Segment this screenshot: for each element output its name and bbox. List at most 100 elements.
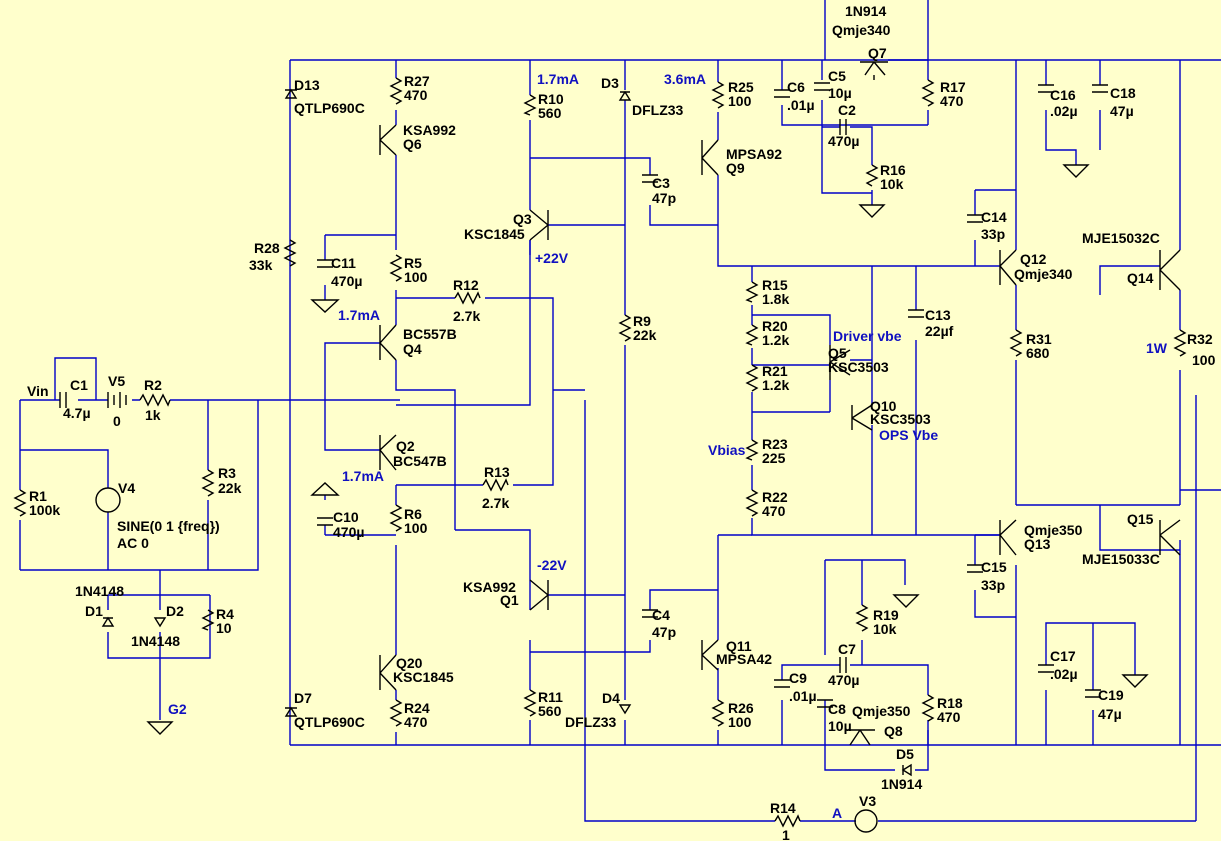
label-R15: R15	[762, 277, 788, 293]
label-R6v: 100	[404, 520, 428, 536]
label-C17: C17	[1050, 648, 1076, 664]
label-DFLZ33b: DFLZ33	[565, 714, 617, 730]
label-R4v: 10	[216, 620, 232, 636]
label-R22: R22	[762, 489, 788, 505]
label-DFLZ33a: DFLZ33	[632, 102, 684, 118]
label-KSA992a: KSA992	[403, 122, 456, 138]
label-Q15: Q15	[1127, 511, 1154, 527]
label-R11v: 560	[538, 703, 562, 719]
label-N1N914b: 1N914	[881, 776, 922, 792]
label-MPSA92: MPSA92	[726, 146, 782, 162]
label-R17v: 470	[940, 93, 964, 109]
label-Q3: Q3	[513, 211, 532, 227]
label-I17c: 1.7mA	[342, 468, 384, 484]
label-C16: C16	[1050, 87, 1076, 103]
label-C8v: 10µ	[828, 718, 852, 734]
label-C13v: 22µf	[925, 323, 954, 339]
label-R12v: 2.7k	[453, 308, 480, 324]
label-Vbias: Vbias	[708, 442, 746, 458]
label-R32v: 100	[1192, 352, 1216, 368]
label-KSC1845b: KSC1845	[393, 669, 454, 685]
label-Q20: Q20	[396, 655, 423, 671]
label-R32: R32	[1187, 331, 1213, 347]
label-R24: R24	[404, 700, 430, 716]
label-D7: D7	[294, 690, 312, 706]
label-KSC1845a: KSC1845	[464, 226, 525, 242]
label-C15: C15	[981, 559, 1007, 575]
label-V3: V3	[859, 793, 876, 809]
label-R28v: 33k	[249, 257, 273, 273]
label-R5: R5	[404, 255, 422, 271]
label-V4: V4	[118, 480, 135, 496]
label-R14: R14	[770, 800, 796, 816]
label-R12: R12	[453, 277, 479, 293]
label-D3: D3	[601, 75, 619, 91]
label-D4: D4	[602, 690, 620, 706]
label-Q5: Q5	[828, 345, 847, 361]
label-SINE: SINE(0 1 {freq})	[117, 518, 220, 534]
label-C2: C2	[838, 102, 856, 118]
label-R20v: 1.2k	[762, 332, 789, 348]
label-C14v: 33p	[981, 226, 1005, 242]
label-C10v: 470µ	[333, 524, 364, 540]
label-R27: R27	[404, 73, 430, 89]
label-Q12: Q12	[1020, 251, 1047, 267]
label-R13: R13	[484, 464, 510, 480]
label-QTLP_bot: QTLP690C	[294, 714, 365, 730]
label-I17a: 1.7mA	[537, 71, 579, 87]
label-R25: R25	[728, 79, 754, 95]
label-R20: R20	[762, 318, 788, 334]
label-R19: R19	[873, 607, 899, 623]
label-R1v: 100k	[29, 502, 60, 518]
label-KSC3503a: KSC3503	[828, 359, 889, 375]
label-C11: C11	[331, 255, 356, 271]
label-C14: C14	[981, 209, 1007, 225]
label-G2: G2	[168, 701, 187, 717]
label-D13: D13	[294, 77, 320, 93]
label-R26: R26	[728, 700, 754, 716]
label-I17b: 1.7mA	[338, 307, 380, 323]
label-C5: C5	[828, 68, 846, 84]
label-R19v: 10k	[873, 621, 897, 637]
label-C8: C8	[828, 701, 846, 717]
label-R28: R28	[254, 240, 280, 256]
label-p22V: +22V	[535, 250, 569, 266]
label-C17v: .02µ	[1050, 666, 1078, 682]
label-N1N4148b: 1N4148	[131, 633, 180, 649]
label-qmje340_q12: Qmje340	[1014, 266, 1073, 282]
label-Q10: Q10	[870, 398, 897, 414]
label-OPSVbe: OPS Vbe	[879, 427, 938, 443]
wires	[19, 0, 1221, 822]
label-C18: C18	[1110, 85, 1136, 101]
label-R1: R1	[29, 488, 47, 504]
label-Q11: Q11	[726, 638, 752, 654]
label-C16v: .02µ	[1050, 103, 1078, 119]
label-AC0: AC 0	[117, 535, 149, 551]
label-C19: C19	[1098, 687, 1124, 703]
label-D5: D5	[896, 746, 914, 762]
label-R26v: 100	[728, 714, 752, 730]
label-Q1: Q1	[500, 592, 519, 608]
label-qmje350b: Qmje350	[852, 703, 911, 719]
label-R17: R17	[940, 79, 966, 95]
label-R24v: 470	[404, 714, 428, 730]
label-C4v: 47p	[652, 624, 676, 640]
label-R10: R10	[538, 91, 564, 107]
label-V5v: 0	[113, 413, 121, 429]
label-KSC3503b: KSC3503	[870, 411, 931, 427]
label-n1N914top: 1N914	[845, 3, 886, 19]
label-R2: R2	[144, 377, 162, 393]
label-R23: R23	[762, 436, 788, 452]
label-C7: C7	[838, 641, 856, 657]
label-R23v: 225	[762, 450, 786, 466]
label-m22V: -22V	[537, 557, 567, 573]
label-C9v: .01µ	[789, 688, 817, 704]
label-Drivervbe: Driver vbe	[833, 328, 902, 344]
label-C13: C13	[925, 307, 951, 323]
label-D2: D2	[166, 603, 184, 619]
label-R9v: 22k	[633, 327, 657, 343]
label-R16: R16	[880, 162, 906, 178]
label-C9: C9	[789, 670, 807, 686]
